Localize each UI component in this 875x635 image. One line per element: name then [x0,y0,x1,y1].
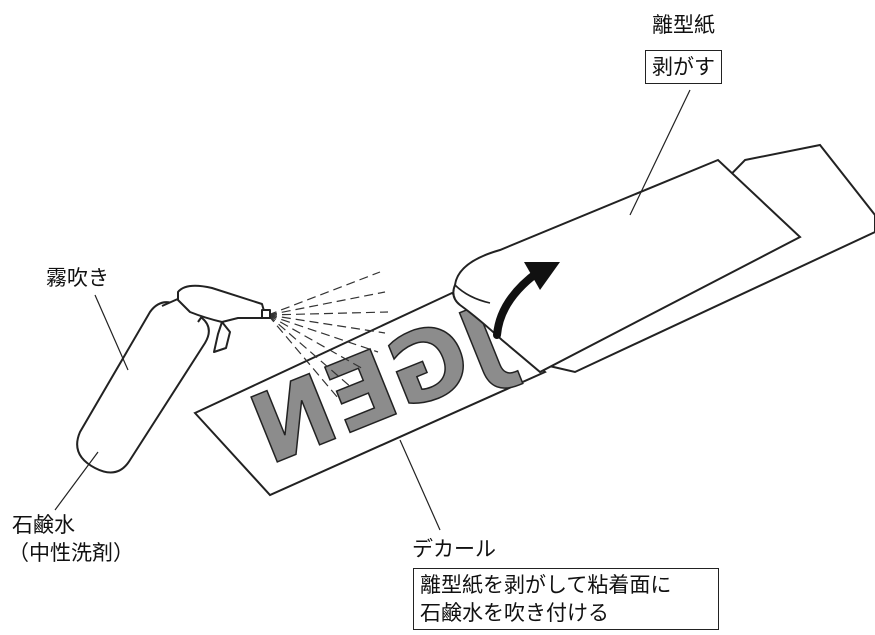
leader-soapy-water [54,451,99,511]
release-paper-label: 離型紙 [652,13,715,37]
spray-mist [267,271,389,399]
release-paper-fold-edge [454,284,491,304]
peel-off-label: 剥がす [652,55,715,79]
leader-release-paper [629,89,691,216]
instruction-line-1: 離型紙を剥がして粘着面に [420,573,672,597]
peel-arrow-head [524,262,560,290]
spray-bottle-trigger [213,321,231,353]
spray-bottle-icon [76,284,271,474]
peel-arrow-shaft [493,268,542,339]
soapy-water-label: 石鹸水 [12,513,75,537]
leader-sprayer [94,294,129,371]
decal-label: デカール [412,537,496,561]
decal-strip [193,291,547,497]
peel-off-label-box: 剥がす [645,50,722,84]
instruction-line-2: 石鹸水を吹き付ける [420,601,609,625]
leader-lines [54,89,691,531]
leader-decal [399,439,441,531]
instruction-box: 離型紙を剥がして粘着面に 石鹸水を吹き付ける [413,568,719,630]
sprayer-label: 霧吹き [46,266,109,290]
spray-nozzle [261,309,271,319]
release-paper-peeled [452,158,802,374]
spray-bottle-body [76,301,210,474]
neutral-detergent-label: （中性洗剤） [8,541,134,565]
